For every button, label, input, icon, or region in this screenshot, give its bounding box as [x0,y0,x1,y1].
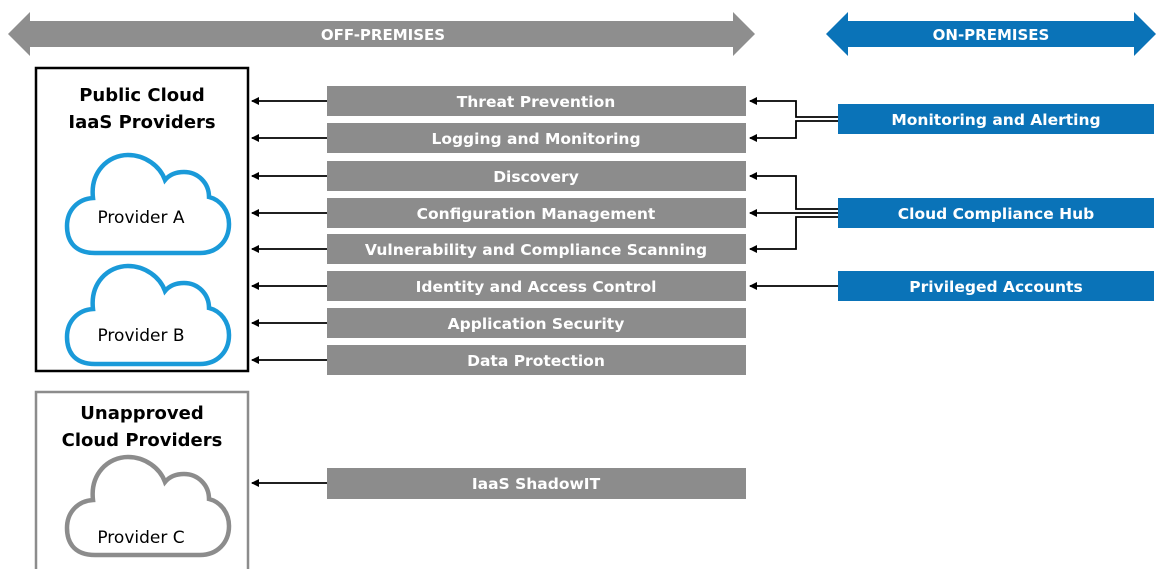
capability-threat-prevention: Threat Prevention [327,86,746,116]
capability-label: Threat Prevention [457,93,616,111]
capability-logging-monitoring: Logging and Monitoring [327,123,746,153]
capability-label: Configuration Management [417,205,656,223]
capability-label: IaaS ShadowIT [472,475,601,493]
capability-label: Identity and Access Control [416,278,657,296]
provider-b-label: Provider B [97,326,184,346]
unapproved-title-line2: Cloud Providers [62,430,223,451]
off-premises-banner: OFF-PREMISES [8,12,755,56]
capability-label: Vulnerability and Compliance Scanning [365,241,707,259]
capability-bar [327,86,746,116]
cloud-icon: Provider B [64,263,232,367]
capability-bars: Threat Prevention Logging and Monitoring… [327,86,746,499]
capability-bar [327,271,746,301]
connector-line [749,97,800,118]
on-premises-banner: ON-PREMISES [826,12,1156,56]
capability-bar [327,234,746,264]
provider-a-cloud-shape [64,152,232,256]
service-label: Cloud Compliance Hub [898,205,1094,223]
connector-line [749,172,800,210]
capability-bar [327,161,746,191]
capability-data-protection: Data Protection [327,345,746,375]
service-privileged-accounts: Privileged Accounts [838,271,1154,301]
cloud-icon: Provider A [64,152,232,256]
unapproved-title-line1: Unapproved [80,403,203,424]
service-box [838,104,1154,134]
capability-to-provider-arrows [251,97,327,487]
service-cloud-compliance-hub: Cloud Compliance Hub [838,198,1154,228]
connector-line [749,120,800,142]
capability-discovery: Discovery [327,161,746,191]
public-cloud-group: Public Cloud IaaS Providers Provider A P… [34,66,250,373]
capability-bar [327,345,746,375]
capability-application-security: Application Security [327,308,746,338]
service-box [838,198,1154,228]
capability-label: Data Protection [467,352,605,370]
capability-label: Discovery [493,168,579,186]
unapproved-cloud-group: Unapproved Cloud Providers Provider C [34,390,250,569]
off-premises-label: OFF-PREMISES [321,26,445,44]
capability-bar [327,198,746,228]
capability-bar [327,468,746,499]
cloud-icon: Provider C [64,454,232,558]
capability-iaas-shadowit: IaaS ShadowIT [327,468,746,499]
connector-line [749,216,800,253]
service-box [838,271,1154,301]
service-to-capability-connectors [749,97,838,290]
capability-vulnerability-compliance: Vulnerability and Compliance Scanning [327,234,746,264]
capability-bar [327,308,746,338]
capability-bar [327,123,746,153]
capability-label: Application Security [448,315,625,333]
off-premises-arrow-shape [8,12,755,56]
on-prem-services: Monitoring and Alerting Cloud Compliance… [838,104,1154,301]
on-premises-label: ON-PREMISES [933,26,1050,44]
provider-c-label: Provider C [97,528,184,548]
provider-c-cloud-shape [64,454,232,558]
service-label: Monitoring and Alerting [891,111,1100,129]
capability-configuration-management: Configuration Management [327,198,746,228]
on-premises-arrow-shape [826,12,1156,56]
provider-a-label: Provider A [97,208,184,228]
capability-identity-access: Identity and Access Control [327,271,746,301]
public-cloud-title-line2: IaaS Providers [68,112,215,133]
provider-b-cloud-shape [64,263,232,367]
public-cloud-title-line1: Public Cloud [79,85,205,106]
service-label: Privileged Accounts [909,278,1082,296]
capability-label: Logging and Monitoring [431,130,640,148]
service-monitoring-alerting: Monitoring and Alerting [838,104,1154,134]
